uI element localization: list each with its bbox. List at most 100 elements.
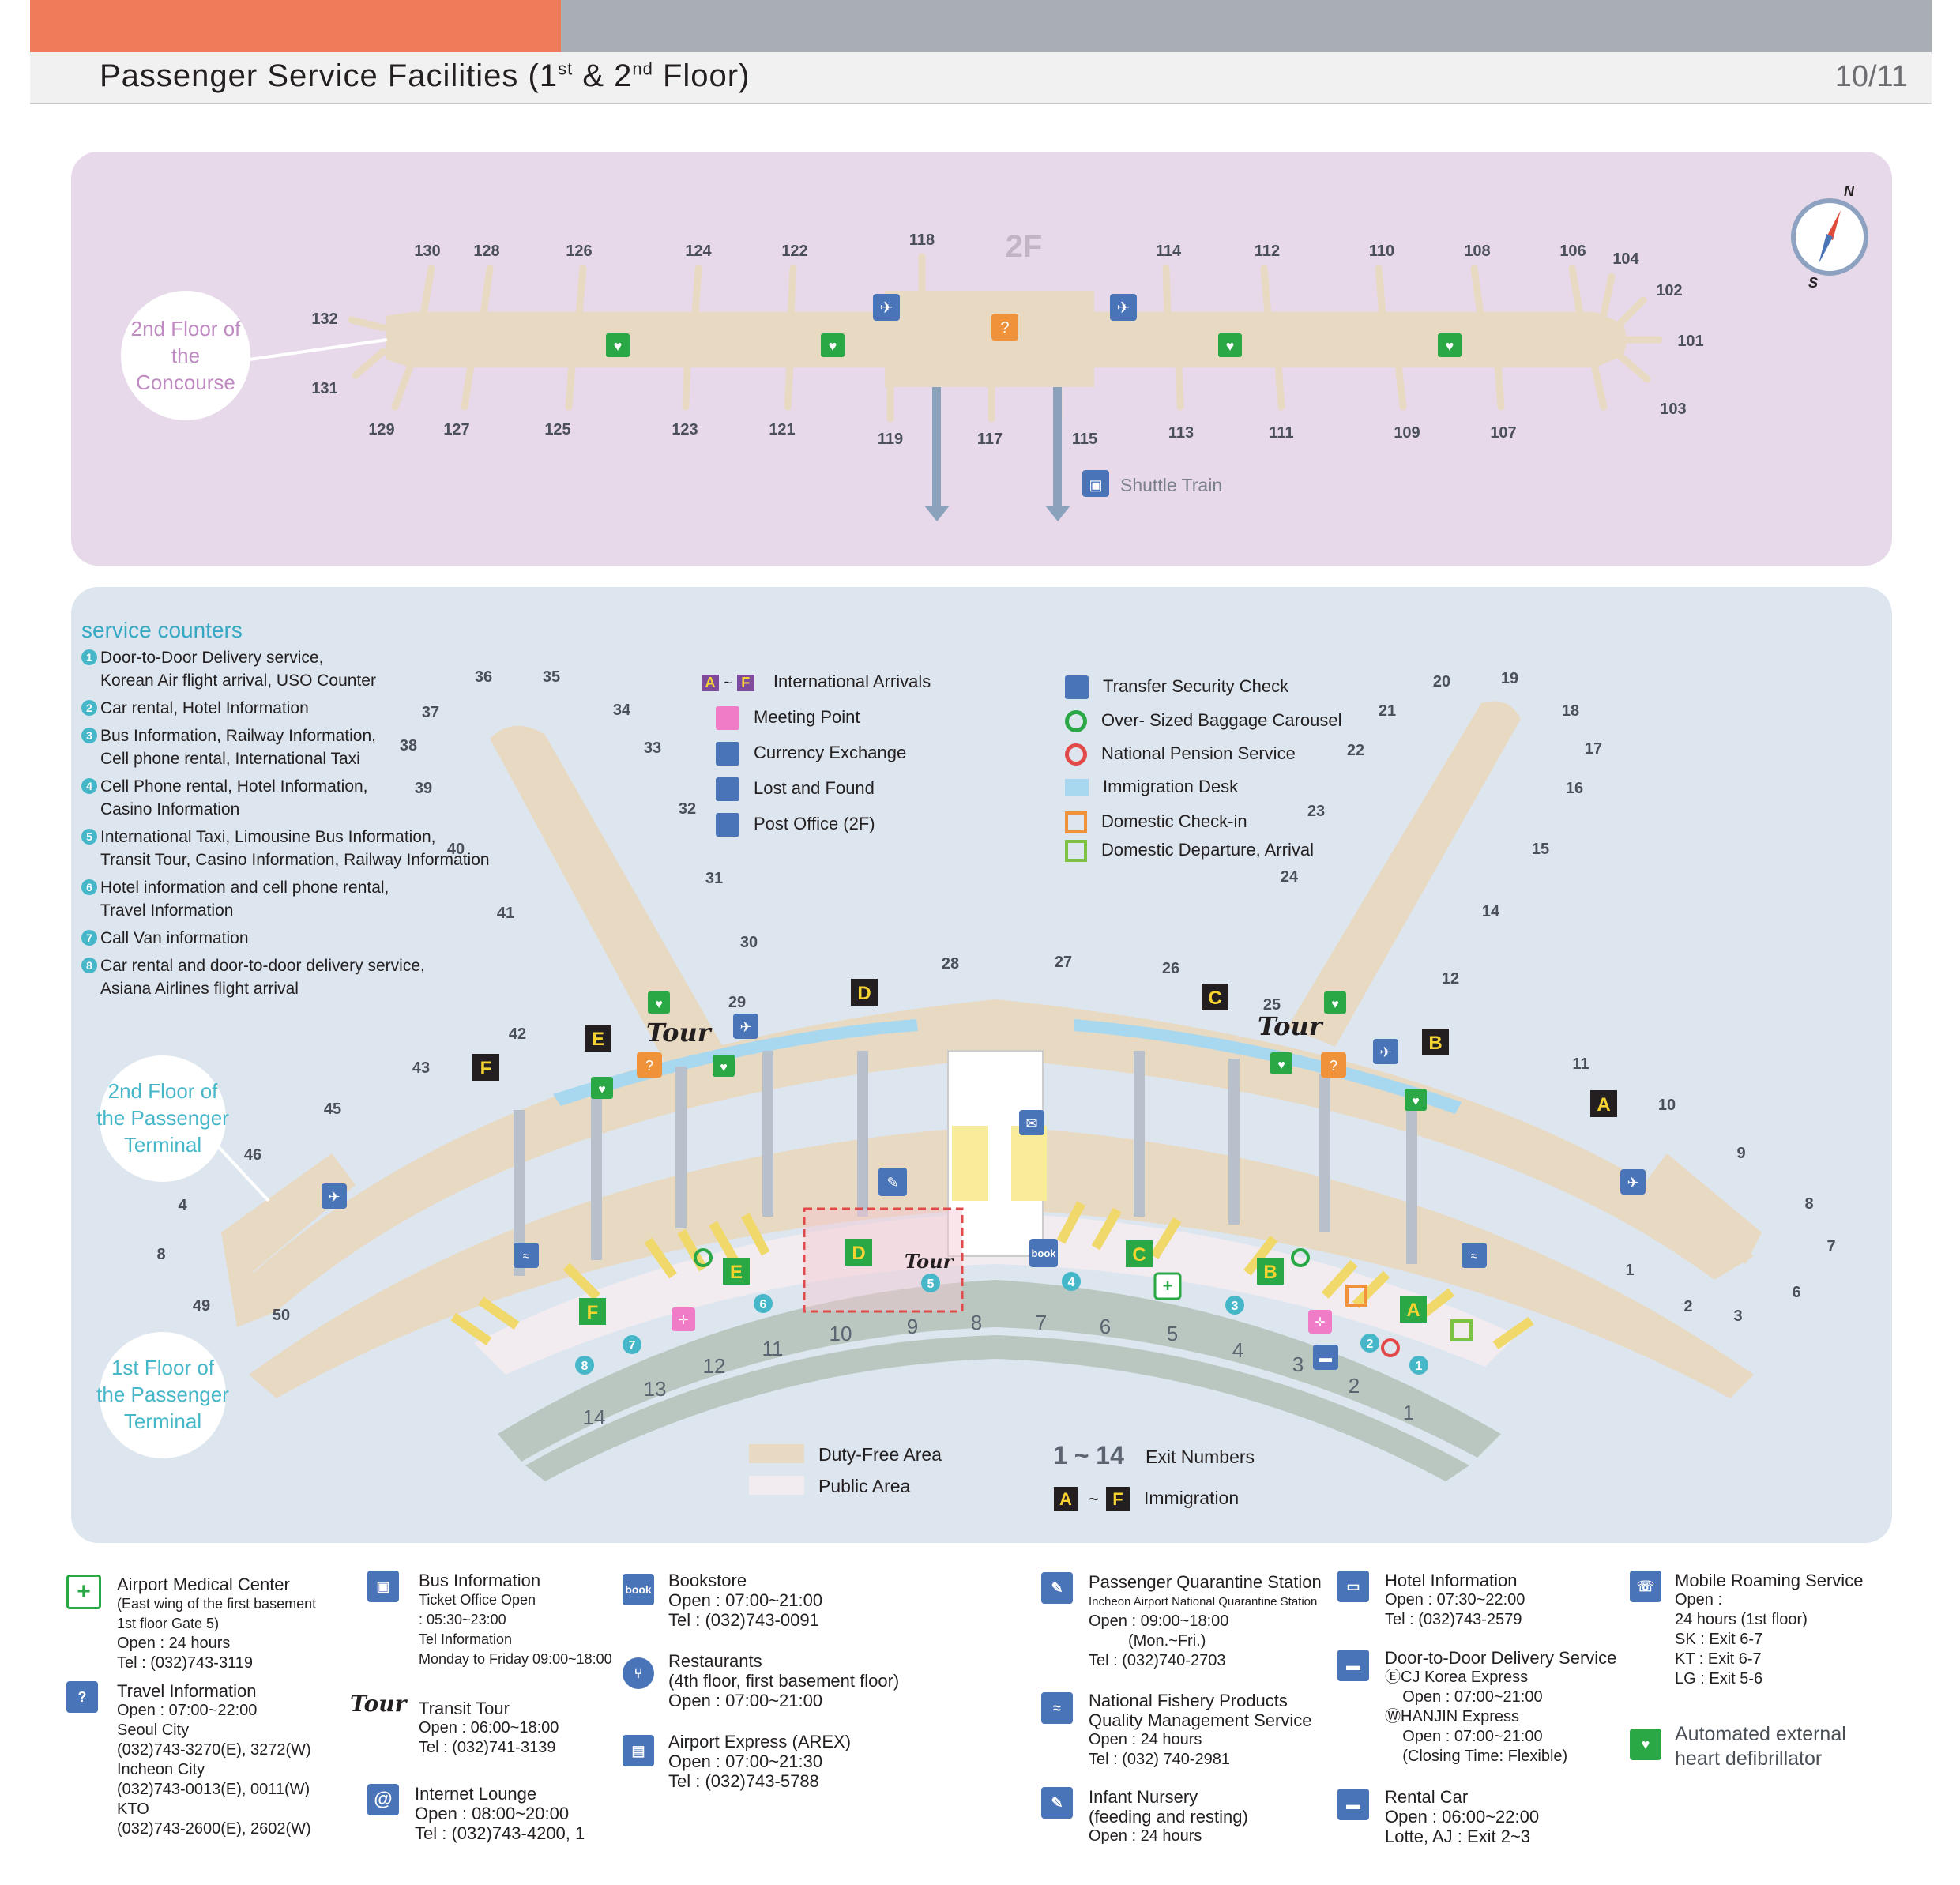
transfer-security-icon: ✈ (1620, 1169, 1646, 1195)
gate-130: 130 (414, 243, 440, 260)
legend-meeting-point: Meeting Point (716, 706, 860, 730)
immigration-desk-swatch (1065, 779, 1089, 797)
gate-128: 128 (473, 243, 499, 260)
gate-38: 38 (400, 737, 417, 754)
svg-text:✛: ✛ (678, 1314, 688, 1327)
concourse-2f: 130 128 126 124 122 118 114 112 110 108 … (121, 183, 1868, 521)
legend-oversized-baggage: Over- Sized Baggage Carousel (1065, 710, 1342, 733)
aed-icon: ♥ (1438, 333, 1462, 357)
exit-3: 3 (1292, 1353, 1304, 1376)
gate-16: 16 (1566, 780, 1583, 797)
gate-32: 32 (679, 800, 696, 818)
immigration-legend-label: Immigration (1144, 1488, 1239, 1508)
gate-131: 131 (311, 380, 337, 397)
transit-tour-logo: Tour (1258, 1011, 1324, 1041)
quarantine-icon: ✎ (878, 1168, 907, 1196)
immigration-b: B (1422, 1029, 1449, 1055)
svg-text:B: B (1263, 1262, 1277, 1283)
svg-text:S: S (1808, 275, 1818, 291)
legend-domestic-checkin: Domestic Check-in (1065, 811, 1247, 834)
immigration-e: E (585, 1025, 611, 1052)
aed-icon: ♥ (1218, 333, 1242, 357)
gate-114: 114 (1156, 243, 1182, 260)
gate-124: 124 (685, 243, 712, 260)
gate-121: 121 (769, 421, 795, 438)
immigration-c: C (1202, 984, 1228, 1010)
travel-info-icon: ? (637, 1052, 662, 1078)
svg-text:+: + (1163, 1276, 1173, 1296)
counter-7: 7 (623, 1335, 641, 1354)
svg-text:3: 3 (1232, 1300, 1239, 1313)
svg-text:5: 5 (927, 1277, 935, 1291)
counter-4: 4 (1062, 1272, 1081, 1291)
gate-106: 106 (1559, 243, 1586, 260)
svg-text:♥: ♥ (598, 1083, 606, 1097)
gate-132: 132 (311, 310, 337, 328)
gate-20: 20 (1433, 673, 1450, 690)
gate-109: 109 (1394, 424, 1420, 442)
meeting-point-icon: ✛ (672, 1307, 695, 1331)
transfer-security-icon: ✈ (322, 1183, 347, 1209)
svg-text:book: book (1031, 1247, 1056, 1259)
svg-text:6: 6 (760, 1298, 767, 1311)
exit-2: 2 (1349, 1374, 1360, 1398)
gate-127: 127 (443, 421, 469, 438)
facility-legend: A ~ F International Arrivals Meeting Poi… (702, 672, 1018, 853)
currency-exchange-icon (716, 742, 739, 766)
transfer-security-icon (1065, 675, 1089, 699)
floor-2f-label: 2F (1006, 229, 1043, 264)
gate-39: 39 (415, 780, 432, 797)
nursery-info: Infant Nursery (feeding and resting) Ope… (1089, 1787, 1248, 1845)
gate-28: 28 (942, 955, 959, 973)
aed-icon: ♥ (821, 333, 845, 357)
oversized-baggage-icon (1291, 1248, 1310, 1267)
gate-115: 115 (1072, 431, 1097, 448)
svg-text:F: F (1112, 1489, 1123, 1509)
exit-10: 10 (830, 1322, 852, 1345)
oversized-baggage-icon (1065, 710, 1087, 733)
exit-11: 11 (762, 1337, 784, 1360)
exit-14: 14 (583, 1405, 606, 1429)
oversized-baggage-icon (694, 1248, 713, 1267)
counter-6: 6 (754, 1294, 773, 1313)
aed-icon: ♥ (1405, 1089, 1427, 1111)
gate-30: 30 (740, 934, 758, 951)
svg-text:▬: ▬ (1319, 1352, 1332, 1365)
fishery-info: National Fishery Products Quality Manage… (1089, 1691, 1312, 1768)
gate-8-east: 8 (1804, 1195, 1813, 1213)
svg-text:B: B (1428, 1033, 1442, 1054)
page-title: Passenger Service Facilities (1st & 2nd … (100, 58, 751, 93)
transfer-security-icon (873, 294, 900, 321)
svg-text:2: 2 (1367, 1338, 1374, 1351)
service-counters-title: service counters (81, 618, 243, 642)
svg-text:D: D (857, 983, 871, 1004)
terminal-2f-callout-line3: Terminal (124, 1133, 201, 1157)
post-office-icon (716, 813, 739, 837)
gate-117: 117 (977, 431, 1003, 448)
travel-info: Travel Information Open : 07:00~22:00 Se… (117, 1681, 311, 1838)
travel-info-icon: ? (66, 1681, 98, 1713)
compass-icon: N S (1791, 183, 1868, 291)
terminal-2f-callout-line2: the Passenger (96, 1106, 229, 1130)
svg-text:✈: ✈ (880, 299, 893, 317)
svg-text:♥: ♥ (1412, 1095, 1420, 1108)
svg-text:♥: ♥ (1331, 998, 1339, 1011)
quarantine-info: Passenger Quarantine Station Incheon Air… (1089, 1572, 1322, 1669)
aed-icon: ♥ (1324, 991, 1346, 1014)
domestic-checkin-icon (1065, 811, 1087, 834)
rental-car-info: Rental Car Open : 06:00~22:00 Lotte, AJ … (1385, 1787, 1540, 1846)
gate-27: 27 (1055, 954, 1072, 971)
hotel-info-icon: ▭ (1337, 1571, 1369, 1602)
travel-info-icon (991, 314, 1018, 341)
legend-immigration-desk: Immigration Desk (1065, 777, 1238, 797)
svg-text:?: ? (1330, 1058, 1337, 1074)
terminal-1f-callout (100, 1332, 226, 1458)
meeting-point-icon: ✛ (1308, 1310, 1332, 1334)
svg-text:✈: ✈ (739, 1019, 751, 1035)
svg-text:♥: ♥ (1446, 338, 1454, 354)
terminal-1f-callout-line2: the Passenger (96, 1383, 229, 1406)
